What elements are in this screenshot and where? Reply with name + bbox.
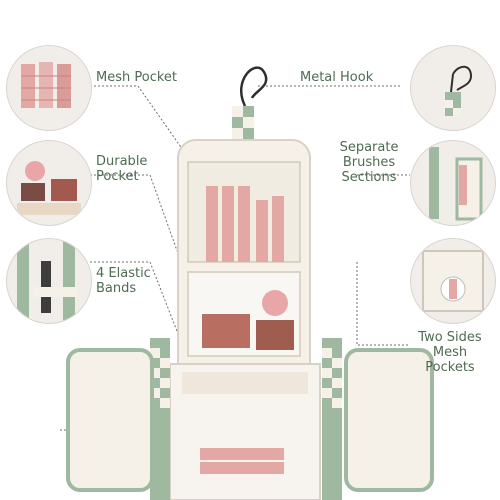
label-line-2: Pocket [96,169,139,184]
detail-circle-brushes-sections [410,140,496,226]
label-two-sides-mesh: Two Sides Mesh Pockets [400,330,500,375]
label-line-2: Pockets [425,360,475,375]
label-mesh-pocket: Mesh Pocket [96,70,177,85]
label-line-2: Sections [341,170,397,185]
label-line-1: Separate Brushes [339,140,399,170]
label-line-1: Two Sides Mesh [418,330,482,360]
label-line-1: 4 Elastic [96,266,151,281]
label-durable-pocket: Durable Pocket [96,154,147,184]
detail-circle-elastic-bands [6,238,92,324]
detail-circle-metal-hook [410,45,496,131]
label-text: Mesh Pocket [96,70,177,85]
label-text: Metal Hook [300,70,374,85]
detail-circle-durable-pocket [6,140,92,226]
detail-circle-mesh-pocket [6,45,92,131]
label-metal-hook: Metal Hook [300,70,373,85]
label-elastic-bands: 4 Elastic Bands [96,266,151,296]
label-line-2: Bands [96,281,137,296]
label-line-1: Durable [96,154,148,169]
detail-circle-mesh-pockets [410,238,496,324]
label-separate-brushes: Separate Brushes Sections [314,140,424,185]
